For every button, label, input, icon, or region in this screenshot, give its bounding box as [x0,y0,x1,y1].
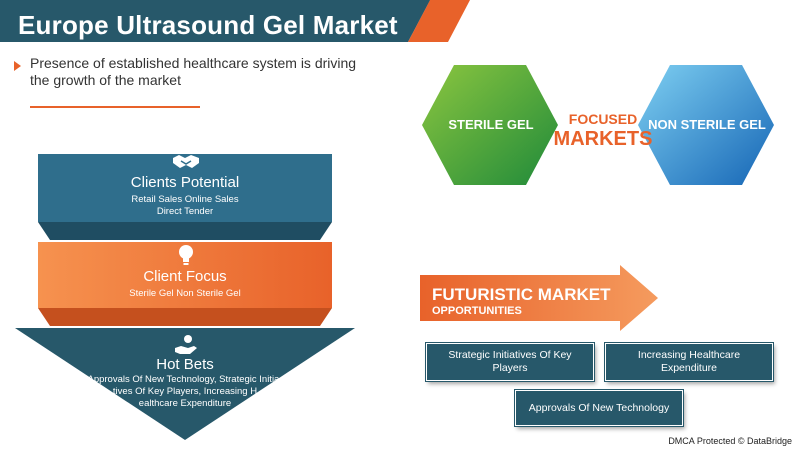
focused-label: FOCUSED [568,111,638,127]
opportunity-healthcare-expenditure: Increasing Healthcare Expenditure [604,342,774,382]
sterile-gel-hexagon [422,65,558,185]
futuristic-title: FUTURISTIC MARKET [432,285,611,304]
handshake-icon [173,155,199,168]
funnel-band-clients-potential [38,154,332,222]
funnel-diagram [15,154,355,440]
funnel-sub-hot-bets-2: tives Of Key Players, Increasing H [112,386,258,397]
funnel-sub-clients-potential-1: Retail Sales Online Sales [131,194,239,205]
non-sterile-gel-hexagon [638,65,774,185]
bullet-triangle-icon [14,61,21,71]
funnel-title-client-focus: Client Focus [143,268,227,285]
funnel-sub-hot-bets-1: Approvals Of New Technology, Strategic I… [87,374,283,385]
lightbulb-icon [179,245,193,265]
futuristic-subtitle: OPPORTUNITIES [432,305,522,317]
funnel-sub-client-focus: Sterile Gel Non Sterile Gel [129,288,241,299]
focused-markets-diagram [422,65,774,185]
subtitle-text: Presence of established healthcare syste… [30,55,357,88]
title-banner [0,0,470,42]
funnel-band-hot-bets [15,328,355,440]
funnel-band-client-focus [38,242,332,308]
sterile-gel-label: STERILE GEL [448,117,534,132]
hand-coins-icon [175,335,197,354]
funnel-title-hot-bets: Hot Bets [156,356,214,373]
funnel-title-clients-potential: Clients Potential [130,174,240,191]
opportunity-strategic-initiatives: Strategic Initiatives Of Key Players [425,342,595,382]
funnel-sub-hot-bets-3: ealthcare Expenditure [138,398,232,409]
markets-label: MARKETS [553,128,653,150]
futuristic-arrow [420,265,658,331]
funnel-sub-clients-potential-2: Direct Tender [156,206,214,217]
credit-text: DMCA Protected © DataBridge [668,436,792,446]
opportunity-new-technology: Approvals Of New Technology [514,389,684,427]
page-title: Europe Ultrasound Gel Market [18,10,398,40]
subtitle-underline [30,106,200,108]
non-sterile-gel-label: NON STERILE GEL [648,117,766,132]
